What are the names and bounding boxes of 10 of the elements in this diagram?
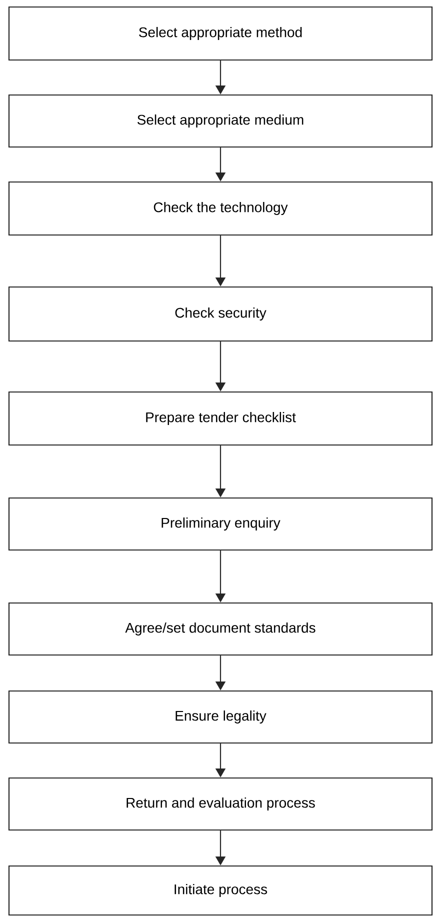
process-box: Initiate process — [8, 865, 433, 916]
process-box: Return and evaluation process — [8, 777, 433, 831]
process-box: Select appropriate method — [8, 6, 433, 61]
process-box: Check security — [8, 286, 433, 342]
process-box: Prepare tender checklist — [8, 391, 433, 446]
process-box: Check the technology — [8, 181, 433, 236]
process-box: Preliminary enquiry — [8, 497, 433, 551]
process-box: Agree/set document standards — [8, 602, 433, 656]
process-box: Select appropriate medium — [8, 94, 433, 148]
process-box: Ensure legality — [8, 690, 433, 744]
